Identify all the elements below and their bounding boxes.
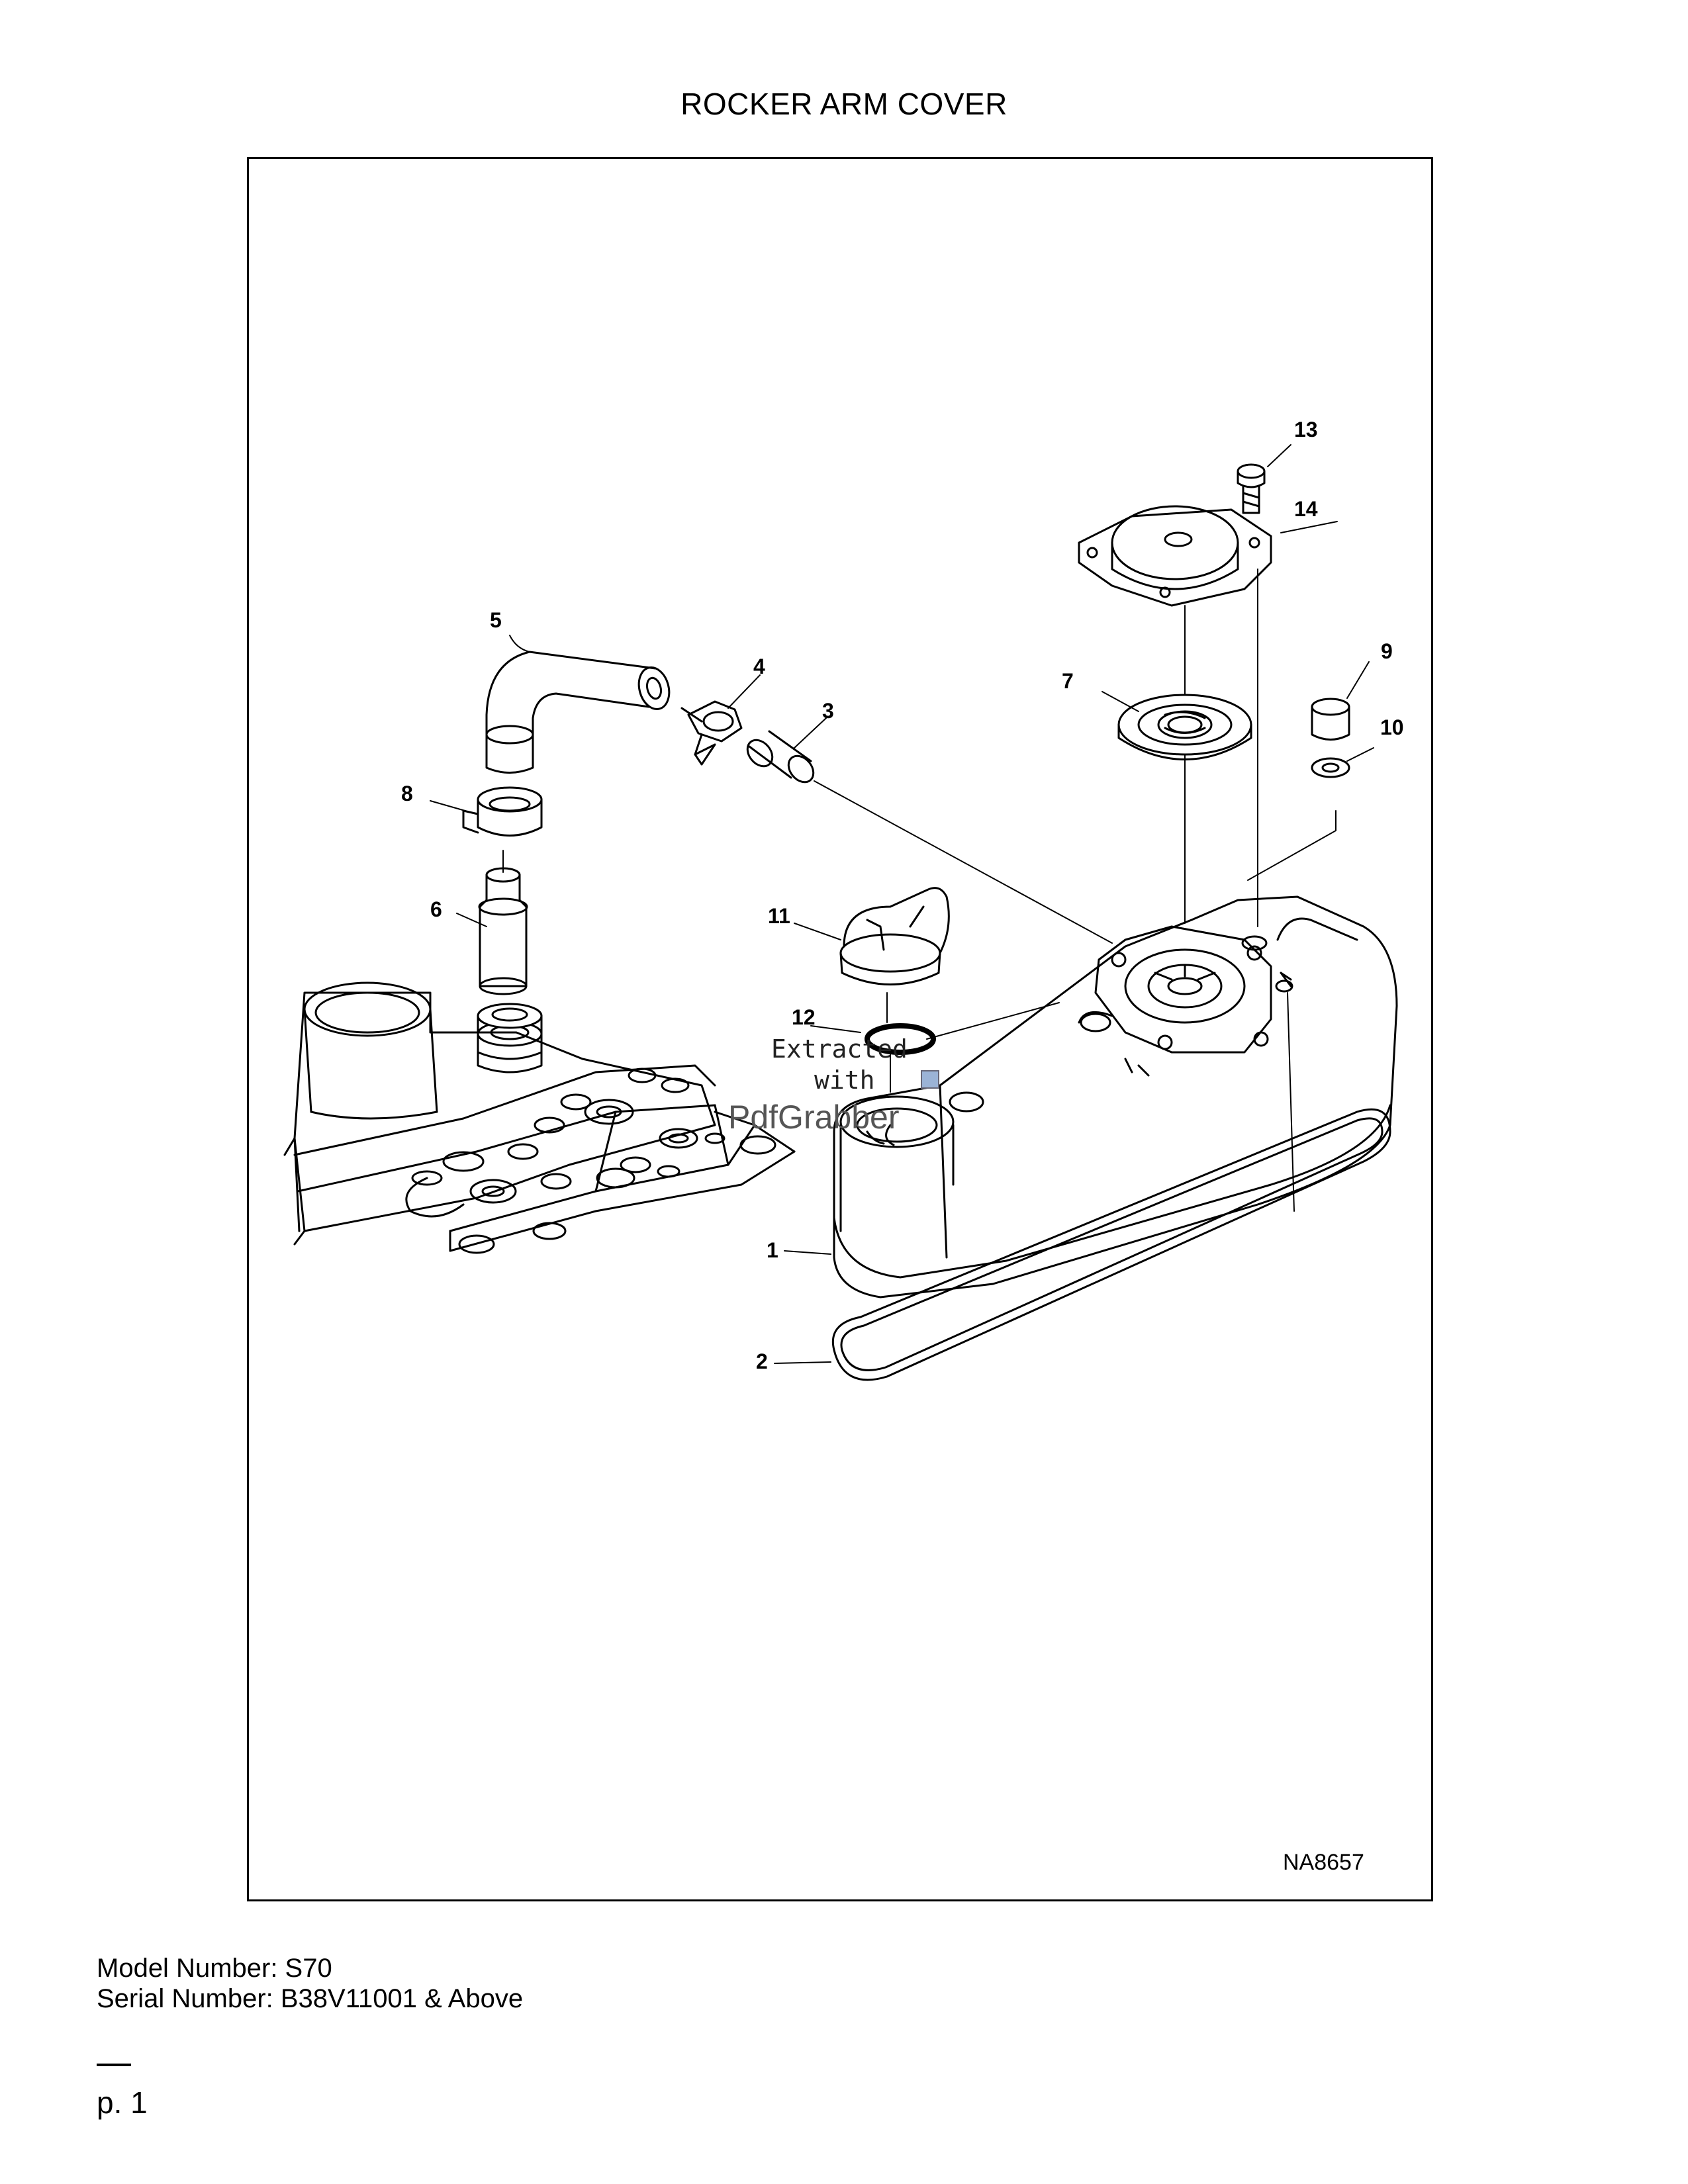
callout-11: 11 <box>768 904 790 928</box>
watermark-line-1: Extracted <box>771 1034 908 1064</box>
callout-5: 5 <box>490 608 502 632</box>
page-number: p. 1 <box>97 2085 148 2120</box>
watermark-logo-icon <box>921 1070 939 1089</box>
figure-id: NA8657 <box>1283 1850 1364 1875</box>
part-12-o-ring <box>865 1023 936 1055</box>
part-13-screw <box>1237 463 1266 514</box>
callout-2: 2 <box>756 1349 768 1373</box>
diagram-frame <box>247 157 1433 1901</box>
callout-6: 6 <box>430 897 442 921</box>
callout-7: 7 <box>1062 669 1074 693</box>
page-divider <box>97 2064 131 2066</box>
callout-9: 9 <box>1381 639 1393 663</box>
part-2-cover-gasket <box>831 1108 1391 1381</box>
callout-4: 4 <box>753 655 765 678</box>
part-5-elbow-hose <box>485 651 671 774</box>
callout-8: 8 <box>401 782 413 805</box>
part-1-rocker-cover <box>833 895 1398 1298</box>
callout-12: 12 <box>792 1005 816 1029</box>
callout-13: 13 <box>1294 418 1318 441</box>
watermark-brand: PdfGrabber <box>728 1099 899 1136</box>
part-4-clamp <box>680 700 743 766</box>
part-9-cap <box>1311 698 1350 741</box>
part-14-separator-cover <box>1078 505 1272 607</box>
callout-14: 14 <box>1294 497 1318 521</box>
serial-number: Serial Number: B38V11001 & Above <box>97 1984 524 2013</box>
callout-1: 1 <box>767 1238 778 1262</box>
callout-leaders <box>430 444 1374 1364</box>
page-title: ROCKER ARM COVER <box>680 87 1008 121</box>
assembly-lines <box>502 569 1336 1093</box>
watermark: Extracted with PdfGrabber <box>728 1034 939 1136</box>
watermark-line-2: with <box>814 1066 875 1095</box>
part-3-pipe <box>746 730 815 784</box>
part-11-filler-cap <box>839 887 950 985</box>
callout-3: 3 <box>822 699 834 723</box>
part-8-hose-clamp <box>462 786 543 837</box>
part-6-breather-tube <box>477 867 543 1060</box>
callout-labels: 1 2 3 4 5 6 7 8 9 10 11 12 13 14 NA8657 <box>401 418 1404 1875</box>
part-10-washer <box>1311 757 1350 778</box>
model-number: Model Number: S70 <box>97 1954 332 1983</box>
cylinder-head-drawing <box>283 981 796 1254</box>
part-7-separator <box>1117 694 1252 760</box>
callout-10: 10 <box>1380 715 1404 739</box>
